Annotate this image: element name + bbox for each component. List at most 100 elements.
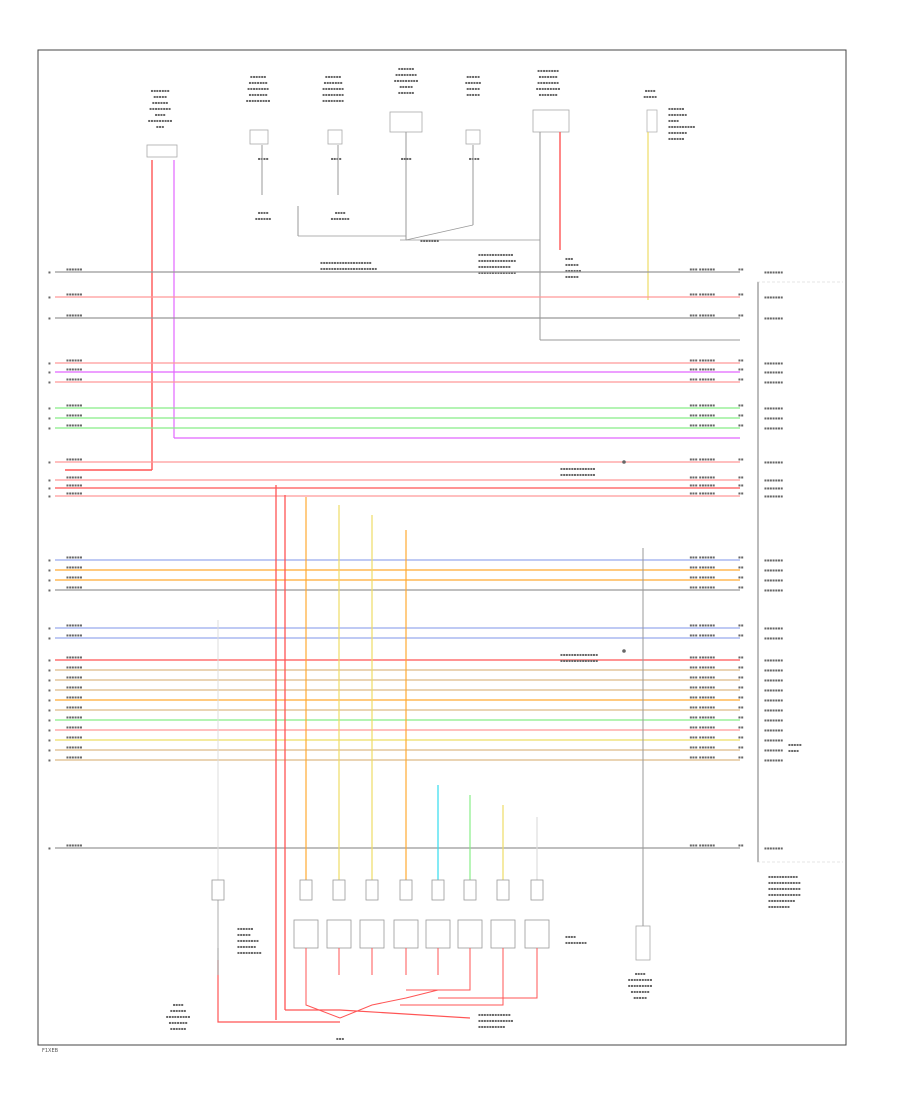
wire-code-right: ▪▪▪ ▪▪▪▪▪▪ xyxy=(689,267,715,272)
pin-number: ▪▪ xyxy=(738,292,744,297)
row-number: ▪ xyxy=(48,486,51,491)
pcm-pin-label: ▪▪▪▪▪▪▪ xyxy=(764,416,783,421)
row-number: ▪ xyxy=(48,270,51,275)
pcm-pin-label: ▪▪▪▪▪▪▪ xyxy=(764,426,783,431)
svg-text:▪▪▪▪▪▪▪: ▪▪▪▪▪▪▪ xyxy=(631,989,650,994)
wire-code-left: ▪▪▪▪▪▪ xyxy=(66,367,83,372)
wire-code-left: ▪▪▪▪▪▪ xyxy=(66,267,83,272)
wire-code-right: ▪▪▪ ▪▪▪▪▪▪ xyxy=(689,313,715,318)
svg-text:▪▪▪▪▪▪▪: ▪▪▪▪▪▪▪ xyxy=(331,216,350,221)
wire-code-left: ▪▪▪▪▪▪ xyxy=(66,665,83,670)
row-number: ▪ xyxy=(48,416,51,421)
pcm-pin-label: ▪▪▪▪▪▪▪ xyxy=(764,316,783,321)
svg-text:▪▪▪▪▪: ▪▪▪▪▪ xyxy=(466,74,480,79)
pin-number: ▪▪ xyxy=(738,413,744,418)
pcm-pin-label: ▪▪▪▪▪▪▪ xyxy=(764,568,783,573)
row-number: ▪ xyxy=(48,698,51,703)
mid-notes: ▪▪▪▪▪▪▪▪▪▪▪▪▪ ▪▪▪▪▪▪▪▪▪▪▪▪▪ ▪▪▪▪▪▪▪▪▪▪▪▪… xyxy=(560,460,626,663)
svg-text:▪▪▪: ▪▪▪ xyxy=(336,1036,344,1041)
svg-text:▪▪▪▪▪▪▪▪▪: ▪▪▪▪▪▪▪▪▪ xyxy=(148,118,173,123)
row-number: ▪ xyxy=(48,370,51,375)
pcm-pin-label: ▪▪▪▪▪▪▪ xyxy=(764,626,783,631)
pcm-pin-label: ▪▪▪▪▪▪▪ xyxy=(764,361,783,366)
svg-text:▪▪▪▪▪▪▪: ▪▪▪▪▪▪▪ xyxy=(539,92,558,97)
wire-code-right: ▪▪▪ ▪▪▪▪▪▪ xyxy=(689,377,715,382)
pcm-pin-label: ▪▪▪▪▪▪▪ xyxy=(764,708,783,713)
wire-code-left: ▪▪▪▪▪▪ xyxy=(66,705,83,710)
sensor-iat: ▪▪▪▪▪▪ ▪▪▪▪▪▪▪ ▪▪▪▪▪▪▪▪ ▪▪▪▪▪▪▪ ▪▪▪▪▪▪▪▪… xyxy=(246,74,272,221)
svg-text:▪▪▪▪▪▪▪▪▪▪▪▪▪: ▪▪▪▪▪▪▪▪▪▪▪▪▪ xyxy=(478,1018,514,1023)
pin-number: ▪▪ xyxy=(738,695,744,700)
svg-text:▪▪▪▪: ▪▪▪▪ xyxy=(635,971,646,976)
svg-text:▪▪▪▪: ▪▪▪▪ xyxy=(258,156,269,161)
wire-code-right: ▪▪▪ ▪▪▪▪▪▪ xyxy=(689,665,715,670)
svg-text:▪▪▪▪▪▪▪▪▪▪: ▪▪▪▪▪▪▪▪▪▪ xyxy=(668,124,695,129)
svg-text:▪▪▪▪▪▪▪▪▪▪: ▪▪▪▪▪▪▪▪▪▪ xyxy=(768,898,795,903)
wire-code-right: ▪▪▪ ▪▪▪▪▪▪ xyxy=(689,623,715,628)
svg-text:▪▪▪▪▪▪▪▪▪▪▪▪: ▪▪▪▪▪▪▪▪▪▪▪▪ xyxy=(768,880,801,885)
wire-code-left: ▪▪▪▪▪▪ xyxy=(66,475,83,480)
pin-number: ▪▪ xyxy=(738,715,744,720)
pcm-connector-outline xyxy=(757,282,759,862)
row-number: ▪ xyxy=(48,728,51,733)
row-number: ▪ xyxy=(48,758,51,763)
pin-number: ▪▪ xyxy=(738,575,744,580)
wire-code-right: ▪▪▪ ▪▪▪▪▪▪ xyxy=(689,555,715,560)
row-number: ▪ xyxy=(48,668,51,673)
svg-text:▪▪▪▪▪▪▪: ▪▪▪▪▪▪▪ xyxy=(169,1020,188,1025)
pcm-pin-label: ▪▪▪▪▪▪▪ xyxy=(764,460,783,465)
row-number: ▪ xyxy=(48,708,51,713)
svg-text:▪▪▪▪▪▪▪▪▪: ▪▪▪▪▪▪▪▪▪ xyxy=(166,1014,191,1019)
wire-code-right: ▪▪▪ ▪▪▪▪▪▪ xyxy=(689,745,715,750)
svg-text:▪▪▪▪▪▪▪▪▪: ▪▪▪▪▪▪▪▪▪ xyxy=(394,78,419,83)
svg-text:▪▪▪▪▪▪▪▪: ▪▪▪▪▪▪▪▪ xyxy=(149,106,171,111)
wire-code-left: ▪▪▪▪▪▪ xyxy=(66,755,83,760)
svg-text:▪▪▪▪: ▪▪▪▪ xyxy=(155,112,166,117)
row-number: ▪ xyxy=(48,658,51,663)
svg-text:▪▪▪▪▪▪▪▪▪▪▪▪: ▪▪▪▪▪▪▪▪▪▪▪▪ xyxy=(478,1012,511,1017)
svg-text:▪▪▪▪▪▪▪▪▪▪▪▪: ▪▪▪▪▪▪▪▪▪▪▪▪ xyxy=(768,892,801,897)
pin-number: ▪▪ xyxy=(738,735,744,740)
row-number: ▪ xyxy=(48,588,51,593)
svg-text:▪▪▪▪▪▪▪▪: ▪▪▪▪▪▪▪▪ xyxy=(247,86,269,91)
pin-number: ▪▪ xyxy=(738,491,744,496)
row-number: ▪ xyxy=(48,406,51,411)
diagram-frame xyxy=(37,49,847,1046)
svg-text:▪▪▪▪▪▪▪▪▪▪▪▪▪: ▪▪▪▪▪▪▪▪▪▪▪▪▪ xyxy=(560,472,596,477)
ignition-feed-block: ▪▪▪▪ ▪▪▪▪▪ ▪▪▪▪▪▪ ▪▪▪▪▪▪▪ ▪▪▪▪ ▪▪▪▪▪▪▪▪▪… xyxy=(643,88,695,141)
wire-code-right: ▪▪▪ ▪▪▪▪▪▪ xyxy=(689,655,715,660)
pcm-pin-label: ▪▪▪▪▪▪▪ xyxy=(764,738,783,743)
footer-code: F1XEB xyxy=(42,1048,59,1054)
svg-text:▪▪▪▪▪▪▪▪▪▪▪▪▪▪▪▪▪▪▪▪▪: ▪▪▪▪▪▪▪▪▪▪▪▪▪▪▪▪▪▪▪▪▪ xyxy=(320,266,377,271)
row-number: ▪ xyxy=(48,361,51,366)
pcm-pin-label: ▪▪▪▪▪▪▪ xyxy=(764,295,783,300)
pcm-pin-label: ▪▪▪▪▪▪▪ xyxy=(764,478,783,483)
row-number: ▪ xyxy=(48,578,51,583)
pcm-pin-label: ▪▪▪▪▪▪▪ xyxy=(764,486,783,491)
pin-number: ▪▪ xyxy=(738,725,744,730)
svg-text:▪▪▪▪▪: ▪▪▪▪▪ xyxy=(466,92,480,97)
row-number: ▪ xyxy=(48,688,51,693)
row-number: ▪ xyxy=(48,738,51,743)
horizontal-wire-bus: ▪▪▪▪▪▪▪▪▪▪ ▪▪▪▪▪▪▪▪▪▪▪▪▪▪▪▪▪▪▪▪▪▪▪▪▪ ▪▪▪… xyxy=(48,267,783,851)
wire-code-left: ▪▪▪▪▪▪ xyxy=(66,292,83,297)
wire-code-left: ▪▪▪▪▪▪ xyxy=(66,745,83,750)
wire-code-right: ▪▪▪ ▪▪▪▪▪▪ xyxy=(689,358,715,363)
wire-code-right: ▪▪▪ ▪▪▪▪▪▪ xyxy=(689,585,715,590)
pin-number: ▪▪ xyxy=(738,843,744,848)
wire-code-left: ▪▪▪▪▪▪ xyxy=(66,491,83,496)
svg-text:▪▪▪▪: ▪▪▪▪ xyxy=(565,934,576,939)
sensor-map: ▪▪▪▪▪▪▪ ▪▪▪▪▪ ▪▪▪▪▪▪ ▪▪▪▪▪▪▪▪ ▪▪▪▪ ▪▪▪▪▪… xyxy=(146,88,178,158)
svg-text:▪▪▪▪▪▪: ▪▪▪▪▪▪ xyxy=(255,216,272,221)
svg-text:▪▪▪▪▪▪▪▪▪▪▪▪: ▪▪▪▪▪▪▪▪▪▪▪▪ xyxy=(768,886,801,891)
svg-text:▪▪▪▪▪▪▪▪: ▪▪▪▪▪▪▪▪ xyxy=(322,98,344,103)
pin-number: ▪▪ xyxy=(738,745,744,750)
svg-text:▪▪▪▪▪: ▪▪▪▪▪ xyxy=(399,84,413,89)
row-number: ▪ xyxy=(48,748,51,753)
wire-code-right: ▪▪▪ ▪▪▪▪▪▪ xyxy=(689,483,715,488)
row-number: ▪ xyxy=(48,718,51,723)
pin-number: ▪▪ xyxy=(738,313,744,318)
pin-number: ▪▪ xyxy=(738,423,744,428)
pcm-pin-label: ▪▪▪▪▪▪▪ xyxy=(764,698,783,703)
svg-text:▪▪▪▪: ▪▪▪▪ xyxy=(788,748,799,753)
